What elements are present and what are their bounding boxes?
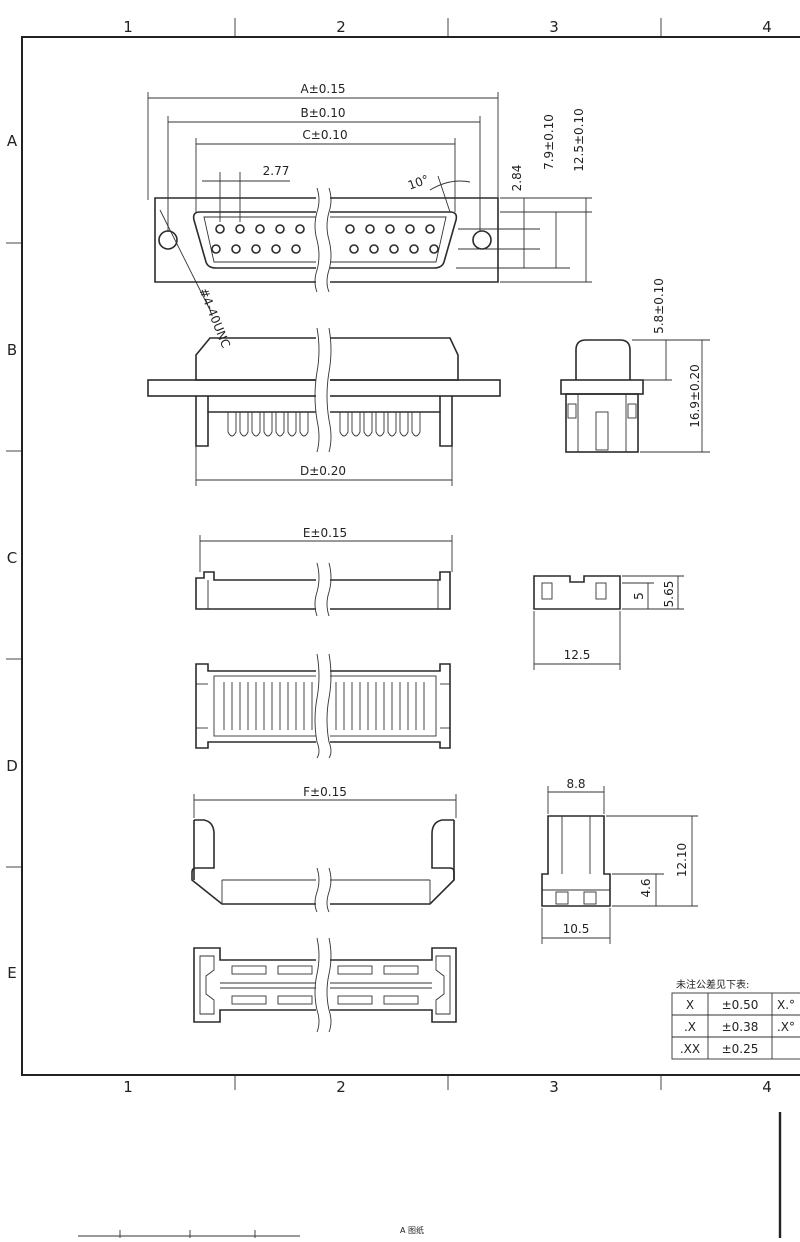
zone-rows-left: A B C D E — [6, 132, 22, 982]
dim-h125-label: 12.5±0.10 — [572, 108, 586, 172]
cover-end-view: 5 5.65 12.5 — [533, 575, 684, 670]
clip-side-view: F±0.15 — [191, 785, 457, 913]
dim-h284-label: 2.84 — [510, 165, 524, 192]
tolerance-table-title: 未注公差见下表: — [676, 978, 749, 991]
dim-w105-label: 10.5 — [563, 922, 590, 936]
tolerance-cell: .XX — [680, 1042, 700, 1056]
dim-h79-label: 7.9±0.10 — [542, 114, 556, 170]
zone-col-label: 3 — [549, 1078, 559, 1096]
tolerance-cell: ±0.38 — [722, 1020, 759, 1034]
dim-angle-label: 10° — [406, 172, 431, 192]
title-block-text: A 图纸 — [400, 1225, 424, 1235]
clip-top-view — [193, 937, 457, 1033]
cover-top-view — [195, 653, 451, 759]
zone-columns-bottom: 1 2 3 4 — [123, 1075, 772, 1096]
tolerance-cell: .X — [684, 1020, 696, 1034]
end-view-connector: 5.8±0.10 16.9±0.20 — [560, 278, 710, 453]
dim-w88-label: 8.8 — [566, 777, 585, 791]
tolerance-cell: X — [686, 998, 694, 1012]
dim-e-label: E±0.15 — [303, 526, 347, 540]
zone-col-label: 3 — [549, 18, 559, 36]
zone-col-label: 2 — [336, 1078, 346, 1096]
dim-h565-label: 5.65 — [662, 581, 676, 608]
clip-end-view: 8.8 4.6 12.10 10.5 — [541, 777, 698, 944]
zone-col-label: 4 — [762, 18, 772, 36]
dim-h169-label: 16.9±0.20 — [688, 364, 702, 428]
dim-pitch-label: 2.77 — [263, 164, 290, 178]
front-view-connector: A±0.15 B±0.10 C±0.10 2.77 10° 2.84 7.9±0… — [147, 82, 592, 350]
tolerance-table: 未注公差见下表: X ±0.50 X.° .X ±0.38 .X° .XX ±0… — [671, 978, 800, 1060]
zone-row-label: D — [6, 757, 18, 775]
side-view-connector: D±0.20 — [147, 327, 501, 486]
title-block-fragment: A 图纸 — [78, 1112, 782, 1238]
dim-h58-label: 5.8±0.10 — [652, 278, 666, 334]
zone-col-label: 4 — [762, 1078, 772, 1096]
drawing-frame — [21, 36, 800, 1076]
zone-col-label: 1 — [123, 18, 133, 36]
dim-f-label: F±0.15 — [303, 785, 347, 799]
dim-h5-label: 5 — [632, 592, 646, 600]
dim-w125-label: 12.5 — [564, 648, 591, 662]
dim-thread-label: #4-40UNC — [196, 286, 233, 350]
zone-columns-top: 1 2 3 4 — [123, 18, 772, 36]
dim-h46-label: 4.6 — [639, 878, 653, 897]
cover-side-view: E±0.15 — [195, 526, 453, 617]
dim-b-label: B±0.10 — [300, 106, 345, 120]
zone-row-label: B — [7, 341, 17, 359]
zone-row-label: C — [7, 549, 17, 567]
dim-h1210-label: 12.10 — [675, 843, 689, 877]
tolerance-cell: ±0.25 — [722, 1042, 759, 1056]
dim-a-label: A±0.15 — [301, 82, 346, 96]
tolerance-cell: ±0.50 — [722, 998, 759, 1012]
dim-d-label: D±0.20 — [300, 464, 346, 478]
dim-c-label: C±0.10 — [302, 128, 347, 142]
tolerance-cell: .X° — [777, 1020, 795, 1034]
tolerance-cell: X.° — [777, 998, 795, 1012]
zone-row-label: E — [7, 964, 16, 982]
zone-col-label: 1 — [123, 1078, 133, 1096]
zone-col-label: 2 — [336, 18, 346, 36]
zone-row-label: A — [7, 132, 18, 150]
